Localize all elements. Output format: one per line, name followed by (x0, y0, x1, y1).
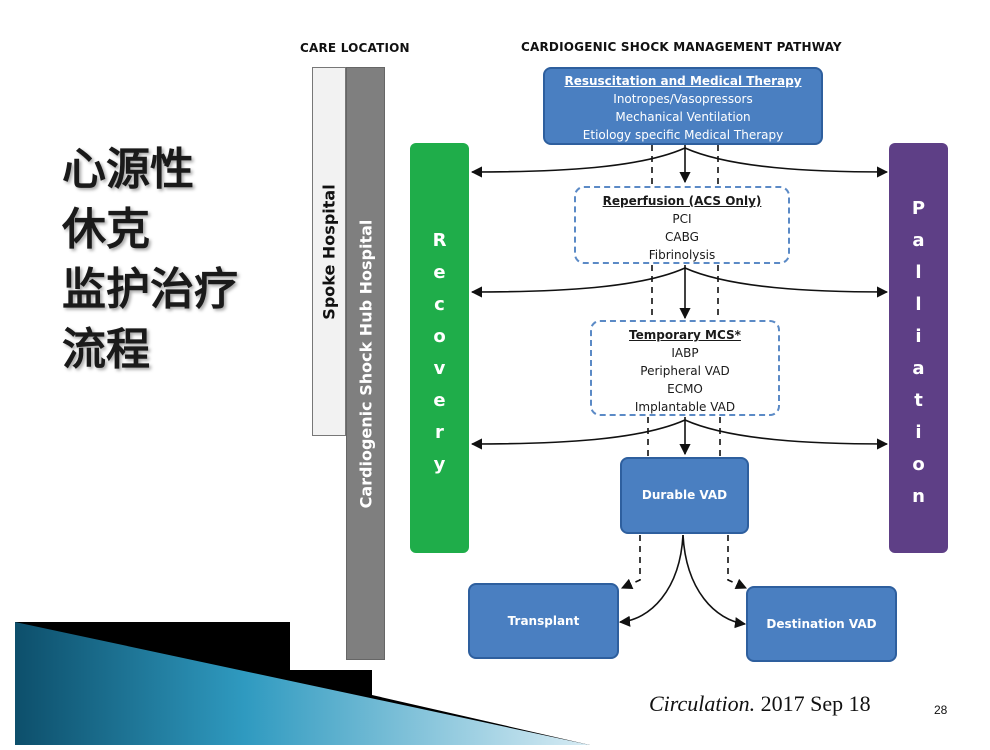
transplant-box: Transplant (468, 583, 619, 659)
resuscitation-line: Etiology specific Medical Therapy (582, 128, 784, 142)
recovery-letter: e (433, 262, 446, 283)
arrow-mcs-palliation (684, 419, 889, 450)
palliation-bar: P a l l i a t i o n (889, 143, 948, 553)
resuscitation-line: Mechanical Ventilation (615, 110, 751, 124)
destination-vad-box: Destination VAD (746, 586, 897, 662)
mcs-line: ECMO (667, 382, 703, 396)
mcs-line: IABP (671, 346, 699, 360)
palliation-letter: i (915, 326, 922, 347)
recovery-letter: r (435, 422, 444, 443)
arrow-mcs-recovery (470, 419, 686, 450)
decorative-wedge (15, 622, 590, 745)
reperfusion-line: Fibrinolysis (648, 248, 716, 262)
recovery-letter: v (433, 358, 446, 379)
durable-vad-label: Durable VAD (641, 488, 728, 502)
mcs-title: Temporary MCS* (629, 328, 741, 342)
arrow-res-recovery (470, 147, 686, 178)
recovery-letter: c (434, 294, 445, 315)
hub-hospital-bar: Cardiogenic Shock Hub Hospital (346, 67, 385, 660)
citation-date: 2017 Sep 18 (760, 691, 871, 716)
citation: Circulation. 2017 Sep 18 (649, 691, 871, 717)
palliation-letter: P (911, 198, 926, 219)
recovery-letters: R e c o v e r y (410, 143, 469, 481)
durable-vad-box: Durable VAD (620, 457, 749, 534)
mcs-line: Peripheral VAD (640, 364, 730, 378)
arrow-rep-recovery (470, 267, 686, 298)
temporary-mcs-box: Temporary MCS* IABP Peripheral VAD ECMO … (590, 320, 780, 416)
recovery-letter: o (433, 326, 446, 347)
dashed-to-transplant (620, 535, 641, 590)
title-line-3: 监护治疗 (62, 264, 238, 315)
arrow-to-transplant (618, 534, 684, 627)
spoke-hospital-bar: Spoke Hospital (312, 67, 346, 436)
arrow-to-destination (682, 534, 747, 629)
resuscitation-line: Inotropes/Vasopressors (613, 92, 753, 106)
palliation-letter: l (915, 294, 922, 315)
reperfusion-box: Reperfusion (ACS Only) PCI CABG Fibrinol… (574, 186, 790, 264)
pathway-header: CARDIOGENIC SHOCK MANAGEMENT PATHWAY (521, 40, 842, 54)
citation-journal: Circulation. (649, 691, 756, 716)
resuscitation-title: Resuscitation and Medical Therapy (564, 74, 802, 88)
palliation-letter: o (912, 454, 925, 475)
resuscitation-box: Resuscitation and Medical Therapy Inotro… (543, 67, 823, 145)
transplant-label: Transplant (507, 614, 580, 628)
recovery-letter: y (433, 454, 446, 475)
reperfusion-line: CABG (665, 230, 699, 244)
dashed-to-destination (727, 535, 748, 590)
reperfusion-title: Reperfusion (ACS Only) (602, 194, 762, 208)
recovery-bar: R e c o v e r y (410, 143, 469, 553)
recovery-letter: e (433, 390, 446, 411)
palliation-letters: P a l l i a t i o n (889, 143, 948, 513)
recovery-letter: R (432, 230, 447, 251)
reperfusion-line: PCI (672, 212, 692, 226)
arrow-rep-palliation (684, 267, 889, 298)
palliation-letter: n (912, 486, 925, 507)
title-line-4: 流程 (62, 324, 150, 375)
title-line-1: 心源性 (62, 144, 194, 195)
title-line-2: 休克 (62, 204, 150, 255)
mcs-line: Implantable VAD (634, 400, 736, 414)
palliation-letter: t (914, 390, 923, 411)
care-location-header: CARE LOCATION (300, 41, 410, 55)
palliation-letter: i (915, 422, 922, 443)
slide-title: 心源性 休克 监护治疗 流程 (62, 140, 238, 380)
arrow-res-palliation (684, 147, 889, 178)
page-number: 28 (934, 703, 948, 717)
palliation-letter: a (912, 230, 925, 251)
palliation-letter: l (915, 262, 922, 283)
destination-vad-label: Destination VAD (766, 617, 877, 631)
palliation-letter: a (912, 358, 925, 379)
